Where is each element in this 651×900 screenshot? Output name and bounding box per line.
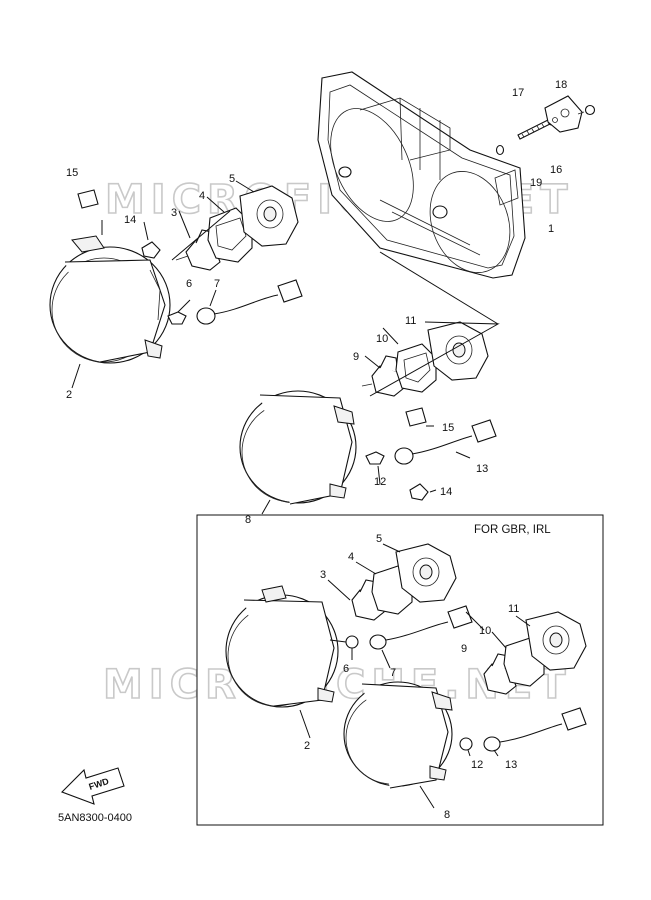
callout-12: 12	[374, 476, 386, 488]
callout-1: 1	[548, 223, 554, 235]
connector-part-15-mid	[405, 407, 427, 427]
socket-cord-part-13	[394, 419, 497, 465]
inset-callout-8: 8	[444, 809, 450, 821]
dust-cover-part-11	[427, 321, 489, 381]
callout-4: 4	[199, 190, 205, 202]
inset-headlight-lens-part-8	[343, 681, 453, 789]
o-ring-part-19	[495, 144, 505, 156]
socket-ring-part-10	[395, 343, 437, 393]
dust-cover-part-5	[239, 185, 299, 247]
fwd-arrow-icon: FWD	[61, 767, 125, 805]
callout-11: 11	[405, 315, 416, 327]
headlight-lens-part-2	[49, 235, 171, 364]
inset-dust-cover-part-5	[395, 543, 457, 603]
variant-note: FOR GBR, IRL	[474, 524, 551, 536]
headlight-housing-part-1	[317, 71, 526, 279]
callout-8: 8	[245, 514, 251, 526]
connector-part-15-top	[77, 189, 99, 209]
bulb-part-9	[361, 355, 405, 397]
bracket-part-17	[544, 95, 583, 133]
inset-callout-2: 2	[304, 740, 310, 752]
callout-2: 2	[66, 389, 72, 401]
inset-callout-12: 12	[471, 759, 483, 771]
variant-box	[196, 514, 604, 826]
socket-part-14-top	[141, 241, 161, 259]
callout-7: 7	[214, 278, 220, 290]
inset-callout-11: 11	[508, 603, 519, 615]
callout-13: 13	[476, 463, 488, 475]
callout-18: 18	[555, 79, 567, 91]
inset-callout-9: 9	[461, 643, 467, 655]
callout-6: 6	[186, 278, 192, 290]
callout-14: 14	[124, 214, 136, 226]
inset-callout-6: 6	[343, 663, 349, 675]
inset-socket-cord-part-7	[369, 605, 473, 650]
inset-callout-13: 13	[505, 759, 517, 771]
bulb-part-6	[167, 311, 187, 325]
inset-socket-cord-part-13	[483, 707, 587, 752]
inset-bulb-part-6	[345, 635, 359, 649]
socket-cord-part-7	[196, 279, 303, 325]
inset-bulb-part-12	[459, 737, 473, 751]
callout-16: 16	[550, 164, 562, 176]
inset-callout-3: 3	[320, 569, 326, 581]
callout-3: 3	[171, 207, 177, 219]
callout-19: 19	[530, 177, 542, 189]
callout-9: 9	[353, 351, 359, 363]
inset-dust-cover-part-11	[525, 611, 587, 671]
headlight-lens-part-8	[239, 390, 357, 505]
inset-callout-7: 7	[390, 667, 396, 679]
socket-part-14-mid	[409, 483, 429, 501]
callout-14-mid: 14	[440, 486, 452, 498]
callout-17: 17	[512, 87, 524, 99]
callout-5: 5	[229, 173, 235, 185]
inset-callout-4: 4	[348, 551, 354, 563]
inset-callout-10: 10	[479, 625, 491, 637]
drawing-code: 5AN8300-0400	[58, 812, 132, 824]
inset-callout-5: 5	[376, 533, 382, 545]
bulb-part-12	[365, 451, 385, 465]
callout-15-mid: 15	[442, 422, 454, 434]
callout-10: 10	[376, 333, 388, 345]
inset-headlight-lens-part-2	[225, 585, 339, 708]
screw-part-18	[577, 104, 596, 116]
socket-ring-part-4	[207, 207, 253, 263]
callout-15: 15	[66, 167, 78, 179]
